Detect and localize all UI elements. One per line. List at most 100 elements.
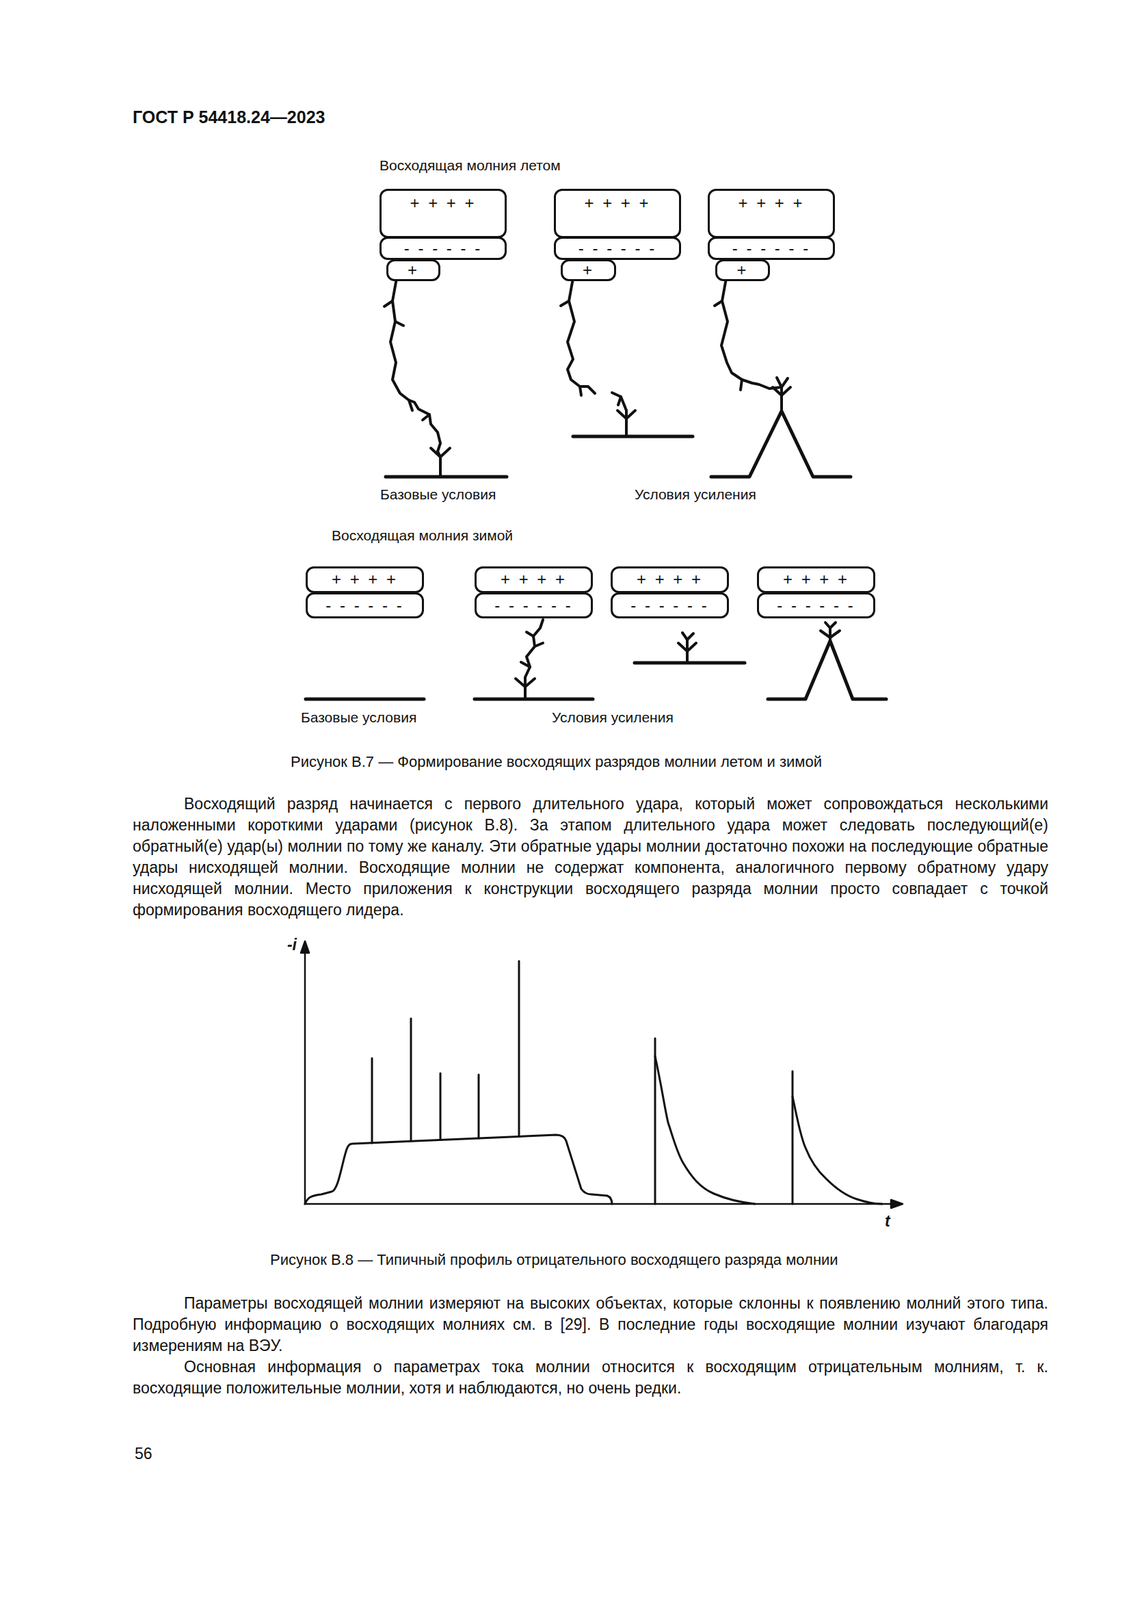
axis-label: -i <box>273 935 297 954</box>
page-number: 56 <box>134 1444 153 1463</box>
current-curve <box>792 1096 883 1204</box>
lightning-channel <box>830 622 836 628</box>
charge-layer-box: - - - - - - <box>379 236 507 260</box>
charge-sign: + + + + <box>782 570 850 588</box>
lightning-channel <box>408 400 413 411</box>
current-curve <box>477 1074 481 1138</box>
charge-sign: + + + + <box>583 194 651 212</box>
charge-layer-box: + + + + <box>474 566 593 593</box>
charge-sign: - - - - - - <box>494 596 573 614</box>
current-curve <box>791 1070 794 1204</box>
lightning-channel <box>714 300 723 306</box>
lightning-channel <box>515 678 535 687</box>
lightning-channel <box>430 447 450 457</box>
charge-sign: - - - - - - <box>578 240 657 257</box>
charge-layer-box: - - - - - - <box>756 592 876 619</box>
lightning-channel <box>618 396 621 405</box>
lightning-channel <box>422 414 430 420</box>
current-curve <box>518 960 521 1136</box>
charge-sign: + + + + <box>500 570 567 588</box>
chart-axis <box>304 1202 895 1205</box>
lightning-channel <box>384 221 840 699</box>
lightning-channel <box>567 278 595 394</box>
charge-layer-box: + <box>386 259 441 282</box>
ground-line <box>767 640 887 699</box>
lightning-channel <box>521 661 530 667</box>
ground-line <box>711 410 851 477</box>
charge-sign: - - - - - - <box>776 596 855 614</box>
charge-layer-box: - - - - - - <box>610 592 729 619</box>
lightning-channel <box>721 278 782 411</box>
lightning-channel <box>740 379 742 390</box>
condition-label: Базовые условия <box>300 709 417 726</box>
lightning-channel <box>781 378 788 388</box>
lightning-channel <box>617 410 636 419</box>
ground-line <box>385 475 507 479</box>
chart-axis <box>890 1199 903 1208</box>
chart-axis <box>300 940 903 1208</box>
charge-sign: + + + + <box>409 194 476 212</box>
charge-layer-box: + + + + <box>553 188 682 238</box>
charge-layer-box: + + + + <box>756 566 876 593</box>
condition-label: Условия усиления <box>551 709 674 726</box>
lightning-channel <box>390 278 441 477</box>
charge-sign: + + + + <box>331 570 398 588</box>
charge-sign: + <box>582 261 595 279</box>
figure-heading: Восходящая молния зимой <box>331 527 513 544</box>
charge-layer-box: - - - - - - <box>474 592 593 619</box>
charge-sign: + <box>407 261 420 279</box>
charge-layer-box: + + + + <box>707 188 835 238</box>
lightning-channel <box>395 321 404 326</box>
ground-line <box>634 661 745 665</box>
current-curve <box>304 960 883 1204</box>
lightning-channel <box>560 300 569 306</box>
charge-sign: - - - - - - <box>325 596 404 614</box>
body-paragraph: Основная информация о параметрах тока мо… <box>132 1355 1049 1399</box>
lightning-channel <box>384 300 393 307</box>
current-curve <box>304 1134 612 1204</box>
condition-label: Условия усиления <box>634 486 757 503</box>
figure-caption: Рисунок В.7 — Формирование восходящих ра… <box>290 752 822 771</box>
figure-heading: Восходящая молния летом <box>379 157 561 174</box>
current-curve <box>439 1072 442 1140</box>
running-header: ГОСТ Р 54418.24—2023 <box>132 107 325 128</box>
charge-sign: - - - - - - <box>732 240 811 257</box>
charge-layer-box: + + + + <box>305 566 424 593</box>
charge-layer-box: + + + + <box>379 188 507 238</box>
body-paragraph: Параметры восходящей молнии измеряют на … <box>132 1292 1049 1356</box>
charge-layer-box: + + + + <box>610 566 729 593</box>
charge-sign: + + + + <box>636 570 703 588</box>
lightning-channel <box>534 642 543 647</box>
charge-layer-box: - - - - - - <box>707 236 835 260</box>
charge-layer-box: + <box>715 259 770 282</box>
charge-layer-box: - - - - - - <box>305 592 424 619</box>
current-curve <box>371 1057 374 1143</box>
current-curve <box>410 1018 413 1141</box>
lightning-channel <box>526 631 534 636</box>
lightning-channel <box>579 386 582 396</box>
ground-line <box>305 697 424 701</box>
charge-layer-box: - - - - - - <box>553 236 682 260</box>
chart-axis <box>304 949 307 1204</box>
charge-sign: - - - - - - <box>404 240 483 257</box>
figure-caption: Рисунок В.8 — Типичный профиль отрицател… <box>270 1250 839 1269</box>
ground-line <box>305 410 887 699</box>
lightning-channel <box>678 642 697 651</box>
charge-sign: + <box>736 261 749 279</box>
ground-line <box>474 697 593 701</box>
chart-axis <box>300 940 310 953</box>
charge-sign: - - - - - - <box>630 596 709 614</box>
lightning-channel <box>687 633 694 640</box>
body-paragraph: Восходящий разряд начинается с первого д… <box>132 793 1049 921</box>
lightning-channel <box>776 377 782 388</box>
charge-sign: + + + + <box>737 194 805 212</box>
lightning-channel <box>611 392 627 437</box>
ground-line <box>573 434 693 439</box>
lightning-channel <box>525 619 543 699</box>
charge-layer-box: + <box>560 259 617 282</box>
axis-label: t <box>884 1211 891 1231</box>
lightning-channel <box>820 630 840 638</box>
current-curve <box>655 1055 755 1204</box>
condition-label: Базовые условия <box>380 486 496 503</box>
